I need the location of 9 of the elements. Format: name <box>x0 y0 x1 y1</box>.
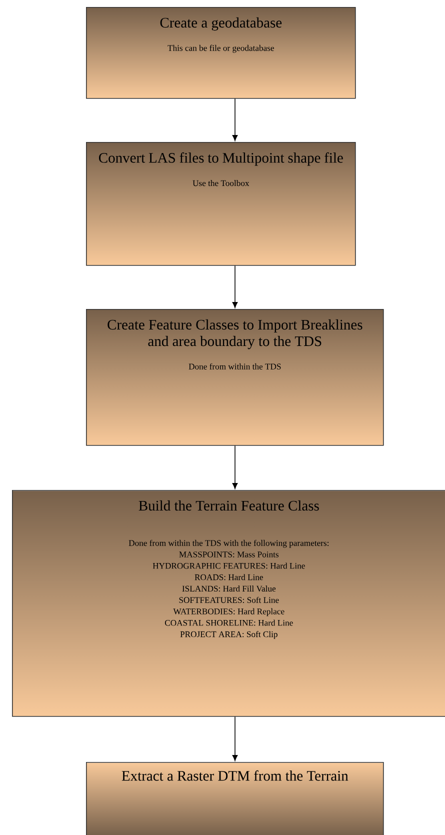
process-box: Extract a Raster DTM from the Terrain <box>86 762 384 835</box>
process-box: Create Feature Classes to Import Breaklines and area boundary to the TDS Done from within the TDS <box>86 309 384 446</box>
arrow <box>232 445 238 489</box>
arrow <box>232 265 238 308</box>
process-box: Build the Terrain Feature Class Done from within the TDS with the following parameters: MASSPOINTS: Mass Points HYDROGRAPHIC FEATURES: Hard Line ROADS: Hard Line ISLANDS: Hard Fill Value SOFTFEATURES: Soft Line WATERBODIES: Hard Replace COASTAL SHORELINE: Hard Line PROJECT AREA: Soft Clip <box>12 490 445 717</box>
arrow <box>232 98 238 141</box>
arrow <box>232 716 238 761</box>
process-box: Convert LAS files to Multipoint shape file Use the Toolbox <box>86 142 356 266</box>
process-box: Create a geodatabase This can be file or geodatabase <box>86 7 356 99</box>
